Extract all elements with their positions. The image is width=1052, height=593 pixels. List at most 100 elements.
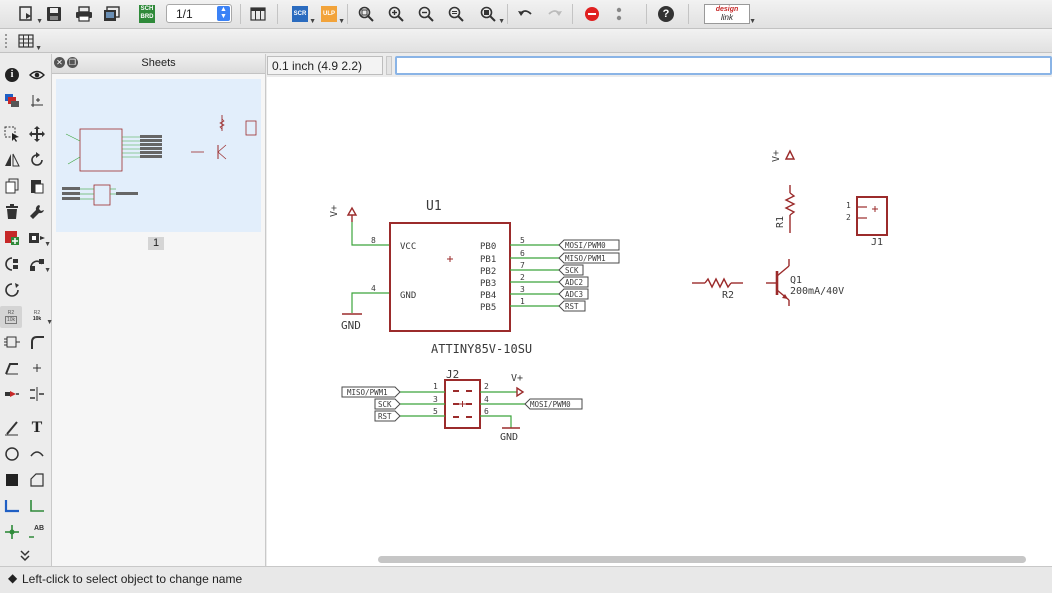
schematic-drawing[interactable]: V+ GND U1 ATTINY85V-10SU VCC 8 GND 4 PB0… bbox=[267, 77, 1052, 566]
expand-tools-icon[interactable] bbox=[15, 546, 35, 566]
attribute-label: AB bbox=[34, 525, 45, 532]
delete-icon[interactable] bbox=[2, 202, 22, 222]
line-tool-icon[interactable] bbox=[2, 418, 22, 438]
u1-pin-pb1[interactable]: PB1 6 MISO/PWM1 bbox=[480, 249, 620, 265]
j2-part[interactable]: J2 1 3 5 2 4 6 bbox=[433, 368, 489, 429]
column-layout-icon[interactable] bbox=[248, 3, 268, 25]
attribute-tool-icon[interactable]: AB bbox=[27, 522, 47, 542]
split-icon[interactable] bbox=[2, 280, 22, 300]
info-icon[interactable]: i bbox=[2, 65, 22, 85]
u1-pin-pb0[interactable]: PB0 5 MOSI/PWM0 bbox=[480, 236, 620, 252]
pinswap-icon[interactable] bbox=[2, 254, 22, 274]
command-line-input[interactable] bbox=[395, 56, 1052, 75]
cam-processor-icon[interactable] bbox=[101, 3, 123, 25]
rotate-icon[interactable] bbox=[27, 150, 47, 170]
r2-part[interactable]: R2 bbox=[692, 277, 743, 301]
command-line-grip[interactable] bbox=[386, 56, 392, 75]
q1-name-label: Q1 bbox=[790, 275, 802, 286]
show-eye-icon[interactable] bbox=[27, 65, 47, 85]
bus-tool-icon[interactable] bbox=[2, 496, 22, 516]
switch-sch-brd-button[interactable]: SCH BRD bbox=[137, 3, 157, 25]
r1-part[interactable]: V+ R1 bbox=[771, 149, 796, 233]
u1-vplus-supply[interactable]: V+ bbox=[329, 205, 358, 222]
j2-right-net-label[interactable]: MOSI/PWM0 bbox=[524, 398, 583, 410]
u1-pin-pb4[interactable]: PB4 3 ADC3 bbox=[480, 285, 589, 301]
u1-pin-pb2[interactable]: PB2 7 SCK bbox=[480, 261, 584, 277]
undo-icon[interactable] bbox=[514, 3, 536, 25]
zoom-in-icon[interactable] bbox=[385, 3, 407, 25]
u1-gnd-supply[interactable]: GND bbox=[341, 313, 362, 332]
display-layers-icon[interactable] bbox=[2, 91, 22, 111]
j2-wires[interactable] bbox=[400, 391, 525, 428]
change-wrench-icon[interactable] bbox=[27, 202, 47, 222]
name-tool-button[interactable]: R2 10k bbox=[0, 306, 22, 328]
mirror-icon[interactable] bbox=[2, 150, 22, 170]
paste-icon[interactable] bbox=[27, 176, 47, 196]
add-part-icon[interactable] bbox=[2, 228, 22, 248]
value-tool-button[interactable]: R2 10k ▼ bbox=[32, 310, 53, 326]
help-icon[interactable]: ? bbox=[655, 3, 677, 25]
replace-part-icon[interactable]: ▼ bbox=[27, 228, 51, 248]
rectangle-tool-icon[interactable] bbox=[2, 470, 22, 490]
zoom-out-icon[interactable] bbox=[415, 3, 437, 25]
grid-icon[interactable]: ▼ bbox=[14, 30, 42, 52]
float-panel-icon[interactable]: ❐ bbox=[67, 57, 78, 68]
design-link-button[interactable]: design link ▼ bbox=[698, 3, 756, 25]
u1-name-label: U1 bbox=[426, 199, 442, 214]
split-wire-icon[interactable] bbox=[2, 358, 22, 378]
print-icon[interactable] bbox=[73, 3, 95, 25]
sheet-thumbnail[interactable] bbox=[56, 79, 261, 232]
j2-left-net-labels[interactable]: MISO/PWM1 SCK RST bbox=[341, 386, 401, 422]
u1-part[interactable]: U1 ATTINY85V-10SU VCC 8 GND 4 bbox=[371, 199, 532, 356]
horizontal-scrollbar[interactable] bbox=[378, 556, 1026, 563]
more-options-icon[interactable] bbox=[610, 3, 628, 25]
j1-pin-1-number: 1 bbox=[846, 201, 851, 210]
toolbar-divider bbox=[688, 4, 689, 24]
tool-palette: i ▼ ▼ bbox=[0, 54, 53, 566]
optimize-icon[interactable] bbox=[27, 358, 47, 378]
gateswap-icon[interactable]: ▼ bbox=[27, 254, 51, 274]
move-select-icon[interactable] bbox=[2, 124, 22, 144]
zoom-redraw-icon[interactable] bbox=[445, 3, 467, 25]
align-icon[interactable] bbox=[27, 384, 47, 404]
save-icon[interactable] bbox=[43, 3, 65, 25]
scr-label: SCR bbox=[292, 6, 308, 22]
move-icon[interactable] bbox=[27, 124, 47, 144]
u1-pin-pb3[interactable]: PB3 2 ADC2 bbox=[480, 273, 589, 289]
u1-vplus-label: V+ bbox=[329, 205, 340, 217]
route-icon[interactable] bbox=[2, 384, 22, 404]
j2-gnd-supply[interactable]: GND bbox=[500, 427, 520, 443]
smash-icon[interactable] bbox=[2, 332, 22, 352]
net-vcc-wire[interactable] bbox=[351, 222, 390, 246]
redo-icon[interactable] bbox=[544, 3, 566, 25]
close-panel-icon[interactable]: ✕ bbox=[54, 57, 65, 68]
zoom-to-fit-icon[interactable] bbox=[355, 3, 377, 25]
copy-icon[interactable] bbox=[2, 176, 22, 196]
net-gnd-wire[interactable] bbox=[351, 292, 390, 313]
stop-icon[interactable] bbox=[581, 3, 603, 25]
net-tool-icon[interactable] bbox=[27, 496, 47, 516]
mark-icon[interactable] bbox=[27, 91, 47, 111]
j2-pin-2-number: 2 bbox=[484, 382, 489, 391]
circle-tool-icon[interactable] bbox=[2, 444, 22, 464]
schematic-canvas[interactable]: V+ GND U1 ATTINY85V-10SU VCC 8 GND 4 PB0… bbox=[267, 77, 1052, 566]
open-menu-icon[interactable]: ▼ bbox=[15, 3, 43, 25]
zoom-select-icon[interactable]: ▼ bbox=[475, 3, 505, 25]
q1-part[interactable]: Q1 200mA/40V bbox=[766, 259, 844, 306]
info-label: i bbox=[5, 68, 19, 82]
parameter-toolbar: ▼ bbox=[0, 29, 1052, 53]
u1-pin-pb5[interactable]: PB5 1 RST bbox=[480, 297, 586, 313]
text-tool-icon[interactable]: T bbox=[27, 418, 47, 438]
miter-icon[interactable] bbox=[27, 332, 47, 352]
j1-part[interactable]: 1 2 J1 bbox=[846, 196, 888, 248]
arc-tool-icon[interactable] bbox=[27, 444, 47, 464]
sheet-stepper-icon[interactable]: ▲▼ bbox=[217, 6, 230, 21]
polygon-tool-icon[interactable] bbox=[27, 470, 47, 490]
j2-vplus-supply[interactable]: V+ bbox=[511, 373, 525, 398]
sheet-page-number[interactable]: 1 bbox=[148, 237, 164, 250]
script-button[interactable]: SCR ▼ bbox=[288, 3, 316, 25]
j1-pin-2-number: 2 bbox=[846, 213, 851, 222]
junction-tool-icon[interactable] bbox=[2, 522, 22, 542]
ulp-button[interactable]: ULP ▼ bbox=[317, 3, 345, 25]
sheet-selector[interactable]: 1/1 ▲▼ bbox=[166, 4, 232, 23]
